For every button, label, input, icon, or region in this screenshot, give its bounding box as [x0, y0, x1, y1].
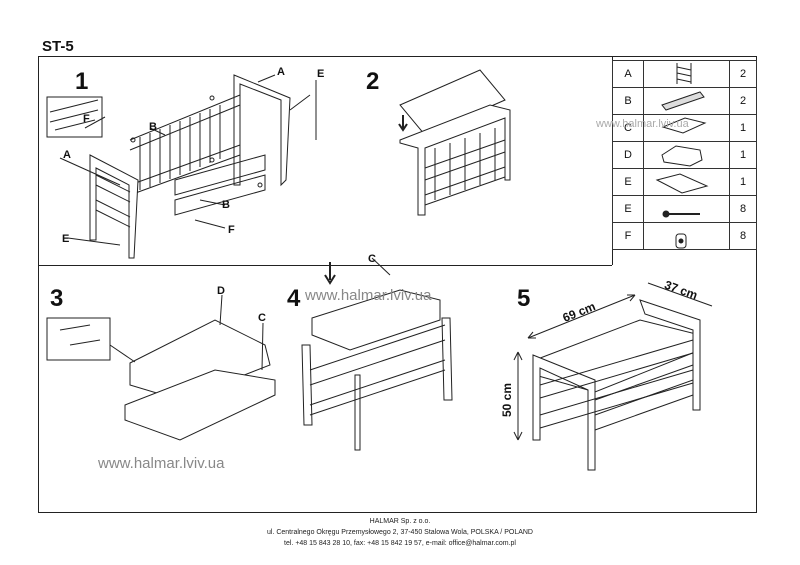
part-quantity: 1 — [729, 168, 757, 196]
divider — [38, 265, 612, 266]
part-label: A — [277, 66, 285, 78]
watermark: www.halmar.lviv.ua — [596, 118, 689, 130]
step-number: 4 — [287, 285, 301, 312]
part-letter: E — [612, 168, 644, 196]
part-image — [643, 114, 730, 142]
step-number: 3 — [50, 285, 64, 312]
part-letter: E — [612, 195, 644, 223]
part-quantity: 8 — [729, 195, 757, 223]
instruction-frame — [38, 56, 757, 513]
step-number: 2 — [366, 68, 380, 95]
part-image — [643, 87, 730, 115]
part-quantity: 2 — [729, 60, 757, 88]
part-image — [643, 168, 730, 196]
part-label: E — [62, 233, 70, 245]
part-label: E — [317, 68, 325, 80]
company-address: ul. Centralnego Okręgu Przemysłowego 2, … — [266, 529, 533, 536]
step3-drawing — [46, 294, 276, 441]
step5-drawing — [513, 282, 713, 471]
part-letter: C — [612, 114, 644, 142]
footer: HALMAR Sp. z o.o. ul. Centralnego Okręgu… — [0, 516, 800, 549]
part-image — [643, 195, 730, 223]
height-dimension: 50 cm — [500, 382, 515, 418]
step1-drawing — [46, 74, 317, 259]
watermark: www.halmar.lviv.ua — [98, 455, 225, 472]
company-name: HALMAR Sp. z o.o. — [369, 518, 431, 525]
part-image — [643, 141, 730, 169]
page-title: ST-5 — [42, 38, 74, 55]
watermark: www.halmar.lviv.ua — [305, 287, 432, 304]
part-quantity: 1 — [729, 141, 757, 169]
part-letter: B — [612, 87, 644, 115]
step-number: 1 — [75, 68, 89, 95]
part-label: B — [149, 121, 157, 133]
part-label: C — [258, 312, 266, 324]
part-image — [643, 222, 730, 250]
part-quantity: 2 — [729, 87, 757, 115]
part-label: F — [228, 224, 235, 236]
part-quantity: 8 — [729, 222, 757, 250]
part-label: A — [63, 149, 71, 161]
part-label: D — [217, 285, 225, 297]
part-letter: A — [612, 60, 644, 88]
part-label: B — [222, 199, 230, 211]
company-contact: tel. +48 15 843 28 10, fax: +48 15 842 1… — [284, 540, 516, 547]
part-letter: D — [612, 141, 644, 169]
part-label: C — [368, 253, 376, 265]
step4-drawing — [301, 257, 453, 451]
part-label: F — [83, 113, 90, 125]
step2-drawing — [398, 69, 511, 216]
step-number: 5 — [517, 285, 531, 312]
part-image — [643, 60, 730, 88]
part-letter: F — [612, 222, 644, 250]
part-quantity: 1 — [729, 114, 757, 142]
